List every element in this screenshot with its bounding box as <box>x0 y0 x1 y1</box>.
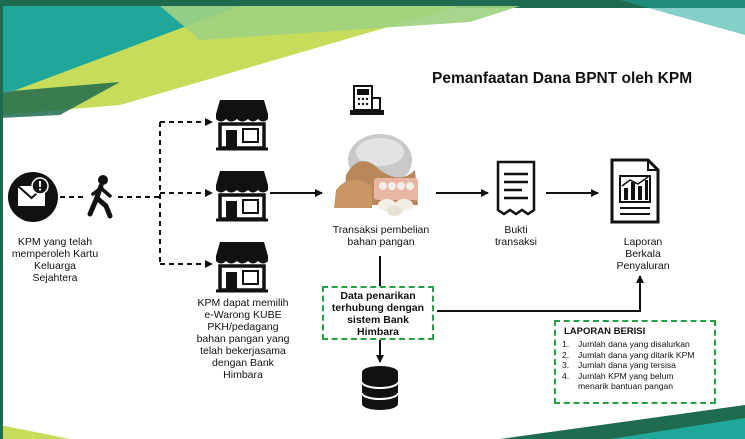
list-item: 3. Jumlah dana yang tersisa <box>562 360 708 371</box>
receipt-icon <box>496 160 536 216</box>
shop-icon <box>214 240 270 293</box>
report-contents-box: LAPORAN BERISI 1. Jumlah dana yang disalu… <box>554 320 716 404</box>
report-label: Laporan Berkala Penyaluran <box>616 236 670 272</box>
list-item-number: 3. <box>562 360 570 370</box>
list-item: 1. Jumlah dana yang disalurkan <box>562 339 708 350</box>
data-withdrawal-text: Data penarikan terhubung dengan sistem B… <box>331 290 425 338</box>
report-contents-list: 1. Jumlah dana yang disalurkan 2. Jumlah d… <box>562 339 708 392</box>
list-item-text: Jumlah dana yang disalurkan <box>578 339 690 349</box>
walking-person-icon <box>87 175 113 219</box>
list-item: 4. Jumlah KPM yang belum menarik bantuan … <box>562 371 708 392</box>
list-item-text: Jumlah KPM yang belum menarik bantuan pa… <box>578 370 674 392</box>
database-icon <box>361 366 399 410</box>
bottom-decoration <box>0 405 745 439</box>
list-item: 2. Jumlah dana yang ditarik KPM <box>562 350 708 361</box>
data-withdrawal-box: Data penarikan terhubung dengan sistem B… <box>322 286 434 340</box>
list-item-number: 4. <box>562 370 570 381</box>
page-title: Pemanfaatan Dana BPNT oleh KPM <box>432 70 693 87</box>
report-chart-icon <box>610 158 660 224</box>
envelope-alert-icon <box>8 172 58 222</box>
dashed-branch-lines <box>118 118 213 268</box>
warong-label: KPM dapat memilih e-Warong KUBE PKH/peda… <box>196 297 290 381</box>
kpm-label: KPM yang telah memperoleh Kartu Keluarga… <box>11 236 99 284</box>
arrow-data-to-report <box>437 275 644 312</box>
left-edge <box>0 0 3 439</box>
receipt-label: Bukti transaksi <box>494 224 537 248</box>
top-decoration <box>0 0 745 118</box>
shop-icon <box>216 100 268 151</box>
list-item-number: 1. <box>562 339 570 349</box>
cash-register-icon <box>350 85 384 115</box>
transaction-label: Transaksi pembelian bahan pangan <box>332 224 430 248</box>
list-item-text: Jumlah dana yang ditarik KPM <box>578 349 695 360</box>
report-contents-heading: LAPORAN BERISI <box>564 326 646 337</box>
list-item-number: 2. <box>562 349 570 360</box>
food-groceries-icon <box>334 134 418 216</box>
shop-icon <box>214 169 270 222</box>
list-item-text: Jumlah dana yang tersisa <box>578 360 676 370</box>
